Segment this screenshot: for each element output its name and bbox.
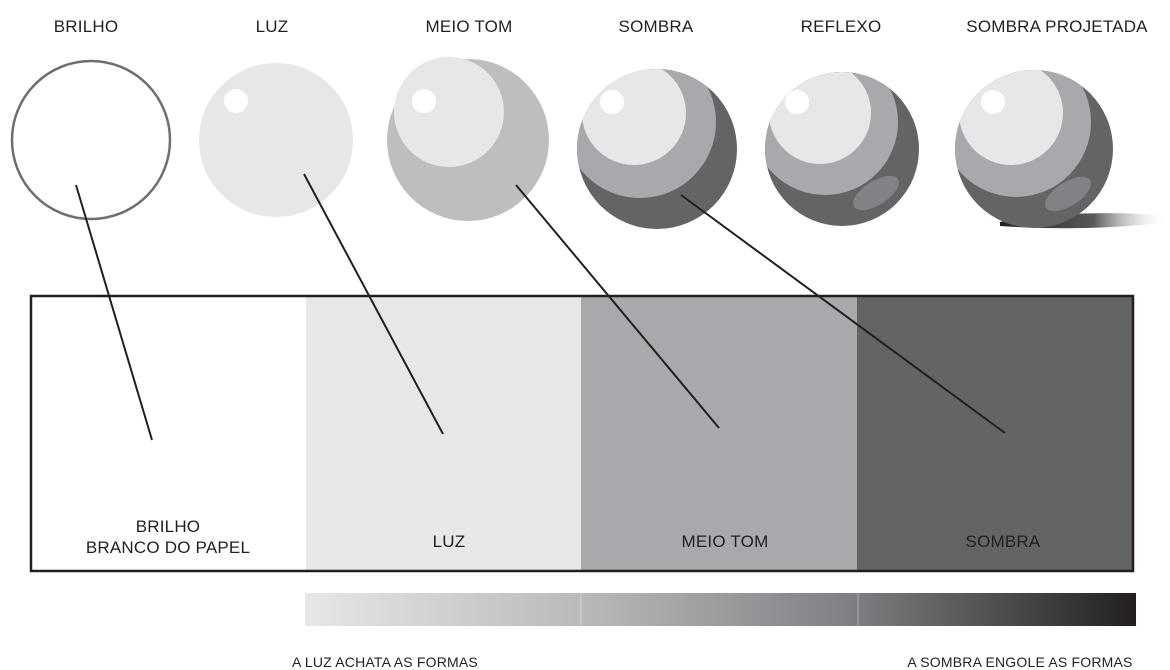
label-sombra: SOMBRA [618,17,694,36]
panels-frame [29,294,1135,573]
connector-brilho [75,184,153,441]
sphere-sombra-projetada [955,70,1170,229]
label-reflexo: REFLEXO [800,17,882,36]
panel-label-luz: LUZ [432,532,466,551]
connector-meio-tom [515,184,720,429]
panel-meio-tom [581,296,857,571]
label-brilho: BRILHO [53,17,119,36]
sphere-sombra [577,69,737,229]
panel-label-brilho-line2: BRANCO DO PAPEL [85,538,251,557]
label-meio-tom: MEIO TOM [425,17,513,36]
sphere-reflexo [765,72,919,226]
panel-label-sombra: SOMBRA [965,532,1041,551]
caption-light-flattens: A LUZ ACHATA AS FORMAS [292,654,478,670]
connector-luz [303,173,444,435]
sphere-meio-tom [387,57,549,221]
connector-sombra [680,194,1006,434]
sphere-luz [199,63,353,217]
panel-label-meio-tom: MEIO TOM [681,532,769,551]
panel-brilho [31,296,306,571]
sphere-brilho [10,59,172,221]
label-luz: LUZ [255,17,289,36]
value-gradient-bar [305,593,1136,626]
panel-sombra [857,296,1133,571]
label-sombra-projetada: SOMBRA PROJETADA [966,17,1148,36]
panel-label-brilho-line1: BRILHO [135,517,201,536]
caption-shadow-swallows: A SOMBRA ENGOLE AS FORMAS [907,654,1133,670]
panel-label-brilho: BRILHO BRANCO DO PAPEL [86,516,250,558]
